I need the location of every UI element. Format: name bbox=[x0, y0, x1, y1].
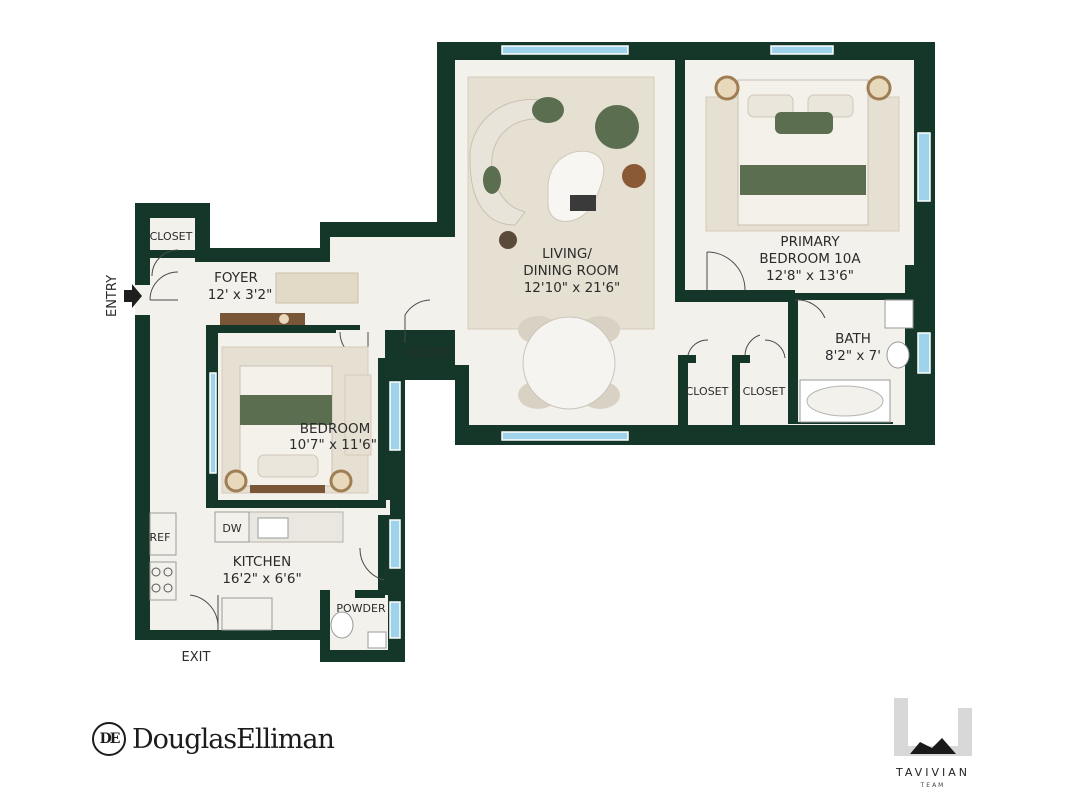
window-primary-top bbox=[770, 45, 834, 55]
primary-label-line1: PRIMARY bbox=[780, 234, 840, 250]
window-bedroom-left bbox=[209, 372, 217, 474]
primary-label-line2: BEDROOM 10A bbox=[759, 251, 861, 267]
primary-furniture bbox=[705, 75, 900, 232]
exit-label: EXIT bbox=[182, 650, 211, 665]
team-logo: TAVIVIAN TEAM bbox=[890, 696, 976, 796]
closet-primary-left-label: CLOSET bbox=[686, 385, 729, 398]
curved-sofa bbox=[469, 98, 546, 226]
kitchen-fixtures bbox=[149, 511, 344, 631]
kitchen-size: 16'2" x 6'6" bbox=[222, 571, 301, 587]
accent-chair bbox=[595, 105, 639, 149]
entry-label: ENTRY bbox=[105, 275, 120, 317]
team-mark-icon bbox=[894, 698, 972, 756]
window-living-bottom bbox=[501, 431, 629, 441]
runner-rug bbox=[275, 272, 359, 304]
living-label-line1: LIVING/ bbox=[542, 246, 592, 262]
closet-primary-right-label: CLOSET bbox=[743, 385, 786, 398]
dishwasher-label: DW bbox=[222, 522, 241, 535]
bedroom-label: BEDROOM bbox=[300, 421, 370, 437]
powder-label: POWDER bbox=[336, 602, 386, 615]
side-table bbox=[622, 164, 646, 188]
room-labels: LIVING/ DINING ROOM 12'10" x 21'6" PRIMA… bbox=[105, 230, 881, 665]
agency-name: DouglasElliman bbox=[132, 723, 335, 755]
bath-size: 8'2" x 7' bbox=[825, 348, 881, 364]
bath-label: BATH bbox=[835, 331, 871, 347]
agency-monogram: DE bbox=[99, 731, 121, 747]
bedroom-size: 10'7" x 11'6" bbox=[289, 437, 377, 453]
closet-hall-label: CLOSET bbox=[409, 346, 452, 359]
living-label-line2: DINING ROOM bbox=[523, 263, 619, 279]
entry-arrow-icon bbox=[124, 284, 142, 308]
dining-set bbox=[518, 316, 620, 410]
foyer-furniture bbox=[220, 272, 359, 325]
team-subtitle: TEAM bbox=[920, 782, 946, 789]
primary-size: 12'8" x 13'6" bbox=[766, 268, 854, 284]
kitchen-label: KITCHEN bbox=[233, 554, 292, 570]
window-living-top bbox=[501, 45, 629, 55]
foyer-size: 12' x 3'2" bbox=[208, 287, 273, 303]
closet-foyer-label: CLOSET bbox=[150, 230, 193, 243]
console-table bbox=[220, 313, 305, 325]
window-kitchen-right bbox=[389, 519, 401, 569]
window-powder-right bbox=[389, 601, 401, 639]
bath-fixtures bbox=[330, 299, 914, 649]
team-name: TAVIVIAN bbox=[896, 766, 970, 779]
bedroom-furniture bbox=[221, 346, 372, 494]
agency-logo: DE DouglasElliman bbox=[92, 722, 335, 756]
window-bedroom-right bbox=[389, 381, 401, 451]
living-furniture bbox=[467, 76, 655, 410]
refrigerator-label: REF bbox=[150, 531, 171, 544]
agency-monogram-icon: DE bbox=[92, 722, 126, 756]
living-size: 12'10" x 21'6" bbox=[524, 280, 621, 296]
window-primary-right bbox=[917, 132, 931, 202]
windows bbox=[209, 45, 931, 639]
foyer-label: FOYER bbox=[214, 270, 258, 286]
window-bath-right bbox=[917, 332, 931, 374]
